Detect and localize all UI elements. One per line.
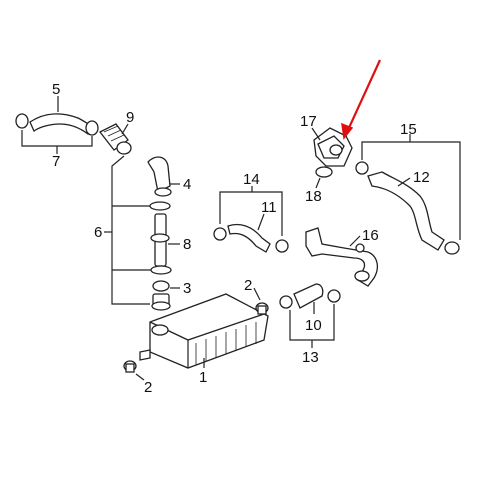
part-5-hose [29, 113, 93, 135]
callout-5: 5 [52, 81, 60, 98]
part-17-housing [313, 127, 353, 167]
part-15-clamp-left [355, 161, 369, 175]
callout-15: 15 [400, 121, 417, 138]
part-6-clamp-middle [150, 265, 172, 275]
part-14-clamp-left [213, 227, 227, 241]
callout-18: 18 [305, 188, 322, 205]
part-13-clamp-left [279, 295, 293, 309]
part-16-pipe [305, 227, 379, 287]
callout-11: 11 [261, 199, 277, 216]
leader-16 [349, 235, 361, 247]
part-18-clamp [315, 166, 333, 178]
part-13-clamp-right [327, 289, 341, 303]
callout-6: 6 [94, 224, 102, 241]
callout-7: 7 [52, 153, 60, 170]
leader-12 [397, 177, 411, 187]
part-12-hose [367, 171, 445, 251]
part-7-clamp-left [15, 113, 29, 129]
part-6-coupler [151, 293, 171, 311]
part-1-intercooler [139, 293, 269, 369]
callout-13: 13 [302, 349, 319, 366]
bracket-14 [219, 191, 283, 236]
part-7-clamp-right [85, 120, 99, 136]
part-4-hose [147, 156, 172, 197]
part-2-bolt-upper [255, 302, 269, 315]
callout-16: 16 [362, 227, 379, 244]
callout-10: 10 [305, 317, 322, 334]
part-8-pipe [150, 213, 170, 267]
part-2-bolt-lower [123, 360, 137, 373]
leader-9 [121, 123, 129, 135]
part-10-hose [293, 283, 324, 309]
part-6-clamp-upper [149, 201, 171, 211]
callout-9: 9 [126, 109, 134, 126]
highlight-arrow [341, 59, 382, 140]
callout-17: 17 [300, 113, 317, 130]
callout-12: 12 [413, 169, 430, 186]
callout-3: 3 [183, 280, 191, 297]
bracket-6 [111, 155, 150, 305]
part-9-connector [99, 123, 132, 155]
callout-2-upper: 2 [244, 277, 252, 294]
callout-14: 14 [243, 171, 260, 188]
bracket-7 [21, 130, 93, 147]
leader-2-upper [253, 287, 261, 301]
leader-18 [315, 177, 321, 189]
callout-8: 8 [183, 236, 191, 253]
callout-2-lower: 2 [144, 379, 152, 396]
part-15-clamp-right [444, 241, 460, 255]
leader-2-lower [135, 373, 145, 381]
callout-4: 4 [183, 176, 191, 193]
bracket-15 [361, 141, 461, 240]
part-11-hose [227, 223, 271, 253]
part-3-clamp [152, 280, 170, 292]
leader-17 [311, 127, 321, 141]
part-14-clamp-right [275, 239, 289, 253]
leader-11 [257, 213, 265, 231]
callout-1: 1 [199, 369, 207, 386]
